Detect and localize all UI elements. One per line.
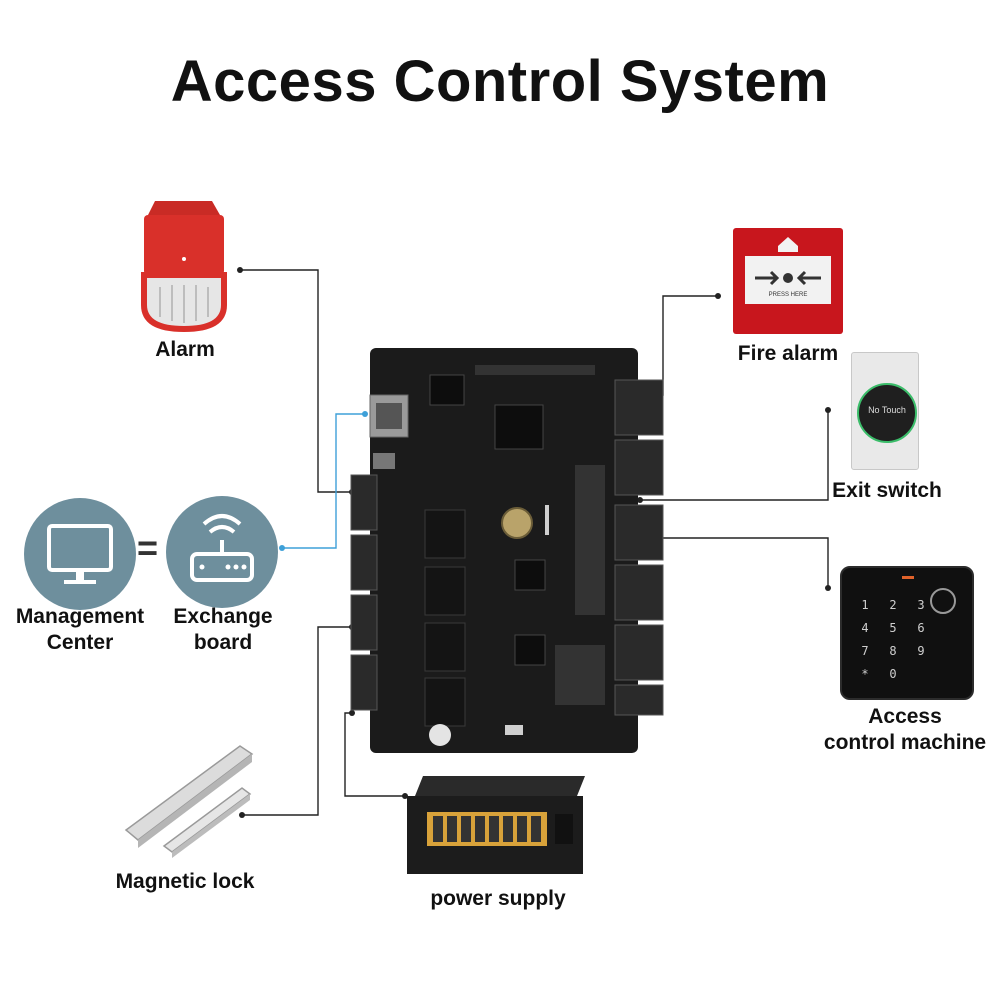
- keypad-key: 9: [917, 644, 925, 658]
- exit-button-text: No Touch: [868, 405, 906, 415]
- exchange-board-label: Exchange board: [173, 605, 273, 655]
- wire-magnetic-lock: [242, 626, 352, 816]
- wire-network: [282, 413, 365, 549]
- keypad-key: 7: [861, 644, 869, 658]
- management-center-label: Management Center: [15, 605, 145, 655]
- fire-alarm-icon: PRESS HERE: [733, 228, 843, 334]
- alarm-light-icon: [141, 201, 227, 333]
- keypad-key: 5: [889, 621, 897, 635]
- keypad-key: 6: [917, 621, 925, 635]
- access-machine-label: Access control machine: [823, 705, 987, 755]
- fire-alarm-panel-text: PRESS HERE: [768, 292, 808, 298]
- fire-alarm-label: Fire alarm: [737, 342, 839, 365]
- magnetic-lock-icon: [124, 745, 254, 858]
- power-supply-label: power supply: [430, 887, 566, 910]
- wire-alarm: [240, 269, 352, 493]
- keypad-key: 8: [889, 644, 897, 658]
- keypad-key: 1: [861, 598, 869, 612]
- controller-board-icon: [350, 348, 664, 753]
- keypad-key: 3: [917, 598, 925, 612]
- wire-power-supply: [344, 712, 405, 797]
- router-icon: [190, 514, 254, 582]
- alarm-label: Alarm: [155, 338, 215, 361]
- diagram-title: Access Control System: [170, 49, 830, 114]
- wire-exit-switch: [640, 410, 829, 501]
- exchange-board-circle: [166, 496, 278, 608]
- keypad-grid: 1 2 3 4 5 6 7 8 9 * 0: [854, 598, 934, 681]
- management-center-circle: [24, 498, 136, 610]
- keypad-icon: 1 2 3 4 5 6 7 8 9 * 0: [840, 566, 974, 700]
- keypad-key: 4: [861, 621, 869, 635]
- keypad-key: 0: [889, 667, 897, 681]
- power-supply-icon: [407, 776, 585, 874]
- keypad-key: *: [861, 667, 869, 681]
- equals-sign: =: [137, 527, 159, 568]
- keypad-key: 2: [889, 598, 897, 612]
- wire-access-machine: [640, 537, 829, 588]
- monitor-icon: [47, 524, 113, 584]
- exit-switch-icon: No Touch: [851, 352, 919, 470]
- exit-switch-label: Exit switch: [832, 479, 942, 502]
- magnetic-lock-label: Magnetic lock: [115, 870, 255, 893]
